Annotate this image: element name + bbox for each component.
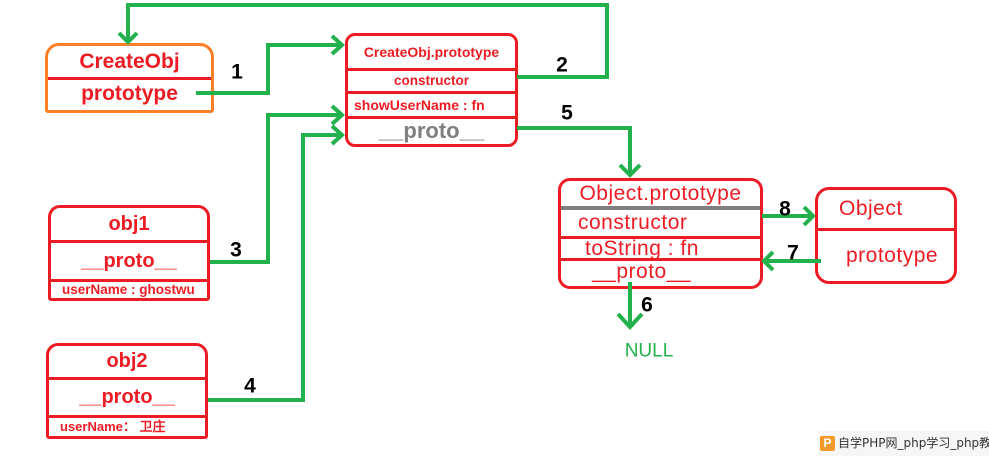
obj1-box: obj1 __proto__ userName : ghostwu bbox=[48, 205, 210, 301]
arrow-1-shaft bbox=[196, 43, 340, 95]
obj1-title: obj1 bbox=[51, 208, 207, 243]
createobj-prototype-proto: __proto__ bbox=[378, 119, 485, 143]
php-logo-icon: P bbox=[820, 436, 835, 451]
object-prototype-tostring: toString : fn bbox=[561, 239, 760, 261]
createobj-prototype-showusername: showUserName : fn bbox=[348, 94, 515, 119]
arrow-8-constructor-link bbox=[762, 205, 816, 227]
arrow-4-shaft bbox=[208, 133, 340, 402]
arrow-5-label: 5 bbox=[561, 102, 573, 125]
createobj-box: CreateObj prototype bbox=[45, 43, 214, 113]
object-prototype-proto: __proto__ bbox=[592, 261, 692, 283]
createobj-prototype-title: CreateObj.prototype bbox=[348, 36, 515, 71]
object-prototype-title: Object.prototype bbox=[561, 181, 760, 210]
object-title: Object bbox=[818, 190, 954, 231]
arrow-7-head bbox=[761, 250, 775, 272]
null-label: NULL bbox=[625, 341, 674, 362]
createobj-title: CreateObj bbox=[48, 46, 211, 80]
arrow-5-shaft bbox=[517, 126, 632, 173]
obj2-username: userName： 卫庄 bbox=[60, 419, 166, 434]
php-logo-letter: P bbox=[823, 436, 832, 450]
arrow-1-label: 1 bbox=[231, 61, 243, 84]
arrow-3-label: 3 bbox=[230, 239, 242, 262]
object-prototype-box: Object.prototype constructor toString : … bbox=[558, 178, 763, 289]
arrow-8-label: 8 bbox=[779, 198, 791, 221]
site-watermark: P 自学PHP网_php学习_php教 bbox=[818, 431, 989, 456]
arrow-2-label: 2 bbox=[556, 54, 568, 77]
arrow-4-obj2-proto-link bbox=[208, 124, 345, 402]
arrow-1-prototype-link bbox=[196, 34, 345, 95]
arrow-3-obj1-proto-link bbox=[210, 104, 345, 264]
arrow-5-proto-to-object-prototype bbox=[517, 126, 642, 178]
arrow-1-head bbox=[330, 34, 345, 56]
arrow-5-head bbox=[618, 163, 642, 178]
obj2-proto: __proto__ bbox=[49, 380, 205, 418]
obj2-box: obj2 __proto__ userName： 卫庄 bbox=[46, 343, 208, 439]
obj1-username: userName : ghostwu bbox=[62, 282, 195, 297]
arrow-7-object-prototype-link bbox=[761, 250, 821, 272]
arrow-2-head bbox=[117, 31, 139, 45]
obj2-title: obj2 bbox=[49, 346, 205, 380]
arrow-4-head bbox=[330, 124, 345, 146]
arrow-6-label: 6 bbox=[641, 294, 653, 317]
obj1-proto: __proto__ bbox=[51, 243, 207, 282]
createobj-prototype-box: CreateObj.prototype constructor showUser… bbox=[345, 33, 518, 147]
arrow-8-head bbox=[802, 205, 816, 227]
createobj-prototype-constructor: constructor bbox=[348, 71, 515, 94]
arrow-3-shaft bbox=[210, 113, 340, 264]
arrow-4-label: 4 bbox=[244, 375, 256, 398]
arrow-7-label: 7 bbox=[787, 242, 799, 265]
arrow-6-head bbox=[616, 312, 644, 330]
object-prototype-property: prototype bbox=[846, 244, 939, 267]
object-box: Object prototype bbox=[815, 187, 957, 284]
watermark-text: 自学PHP网_php学习_php教 bbox=[838, 436, 989, 450]
arrow-3-head bbox=[330, 104, 345, 126]
object-prototype-constructor: constructor bbox=[561, 210, 760, 239]
createobj-prototype-property: prototype bbox=[81, 82, 178, 105]
